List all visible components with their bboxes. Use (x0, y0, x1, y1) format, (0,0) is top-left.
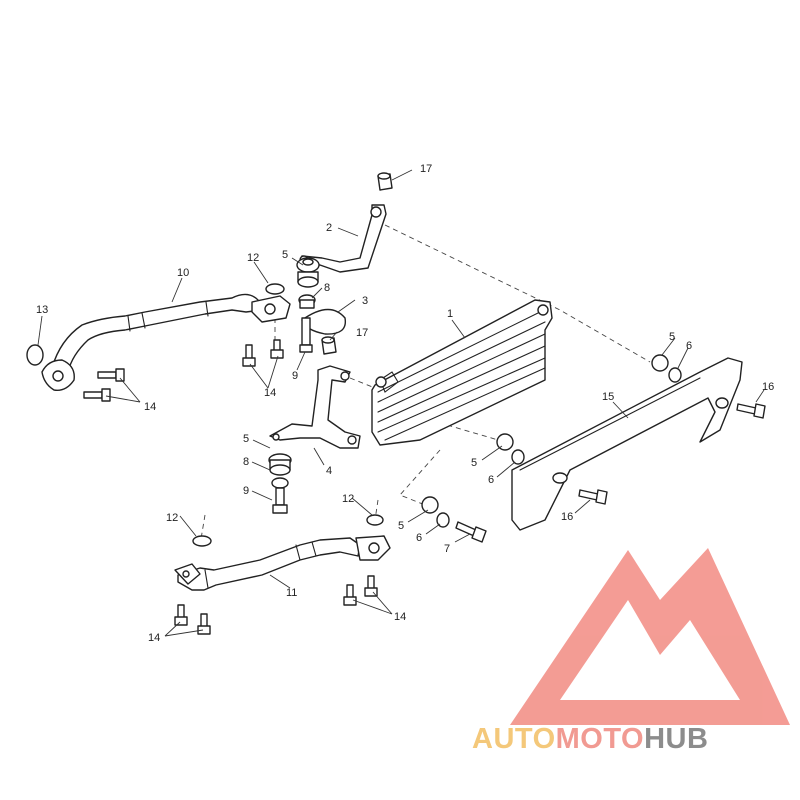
watermark-logo (510, 548, 790, 725)
svg-text:AUTOMOTOHUB: AUTOMOTOHUB (472, 723, 708, 755)
cooler-guard (511, 357, 743, 531)
o-rings (26, 283, 384, 547)
callout-11: 11 (286, 587, 297, 599)
callout-8: 8 (324, 282, 330, 294)
upper-oil-line (41, 293, 291, 391)
oil-cooler (371, 299, 553, 446)
callout-5: 5 (669, 331, 675, 343)
callout-14: 14 (144, 401, 156, 413)
callout-5: 5 (243, 433, 249, 445)
callout-2: 2 (326, 222, 332, 234)
callout-14: 14 (394, 611, 406, 623)
callout-5: 5 (471, 457, 477, 469)
leader-lines (37, 169, 765, 637)
lower-bracket (269, 365, 361, 449)
callout-4: 4 (326, 465, 332, 477)
lower-oil-line (174, 535, 391, 591)
callout-14: 14 (148, 632, 160, 644)
callout-12: 12 (342, 493, 354, 505)
callout-14: 14 (264, 387, 276, 399)
callout-7: 7 (444, 543, 450, 555)
callout-6: 6 (488, 474, 494, 486)
callout-15: 15 (602, 391, 614, 403)
watermark-hub: HUB (644, 723, 708, 755)
callout-9: 9 (243, 485, 249, 497)
callout-13: 13 (36, 304, 48, 316)
callout-9: 9 (292, 370, 298, 382)
callout-6: 6 (686, 340, 692, 352)
callout-8: 8 (243, 456, 249, 468)
callout-12: 12 (166, 512, 178, 524)
bolts (83, 317, 766, 635)
callout-17: 17 (356, 327, 368, 339)
callout-3: 3 (362, 295, 368, 307)
callout-5: 5 (398, 520, 404, 532)
callout-5: 5 (282, 249, 288, 261)
watermark-auto: AUTO (472, 723, 556, 755)
callout-17: 17 (420, 163, 432, 175)
watermark-moto: MOTO (556, 723, 644, 755)
watermark-text: AUTOMOTOHUB (472, 723, 708, 755)
callout-16: 16 (762, 381, 774, 393)
callout-16: 16 (561, 511, 573, 523)
callout-1: 1 (447, 308, 453, 320)
callout-labels: 17 2 3 17 1 5 8 12 10 13 14 14 9 4 5 8 9… (36, 163, 774, 644)
spacer-sleeves (321, 172, 393, 355)
callout-12: 12 (247, 252, 259, 264)
callout-6: 6 (416, 532, 422, 544)
rubber-grommets (268, 257, 682, 528)
callout-10: 10 (177, 267, 189, 279)
